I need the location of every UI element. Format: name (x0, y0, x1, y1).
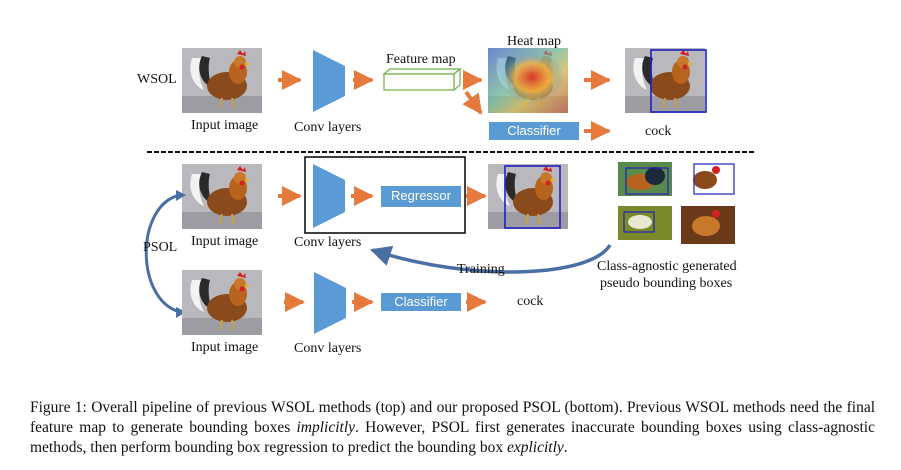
wsol-feature-label: Feature map (386, 52, 456, 67)
caption-middle: . However, PSOL first generates inaccura… (30, 419, 875, 456)
wsol-feature-map (382, 67, 462, 92)
psol-input-label-bottom: Input image (191, 340, 259, 355)
psol-branch-curve (144, 193, 181, 314)
psol-input-label-top: Input image (191, 234, 259, 249)
wsol-input-image (181, 47, 263, 114)
wsol-row-label: WSOL (137, 72, 177, 87)
wsol-classifier-box (489, 122, 579, 140)
wsol-conv-label: Conv layers (294, 120, 362, 135)
psol-input-image-top (181, 163, 263, 230)
training-curve-arrow (370, 243, 612, 274)
psol-conv-label-top: Conv layers (294, 235, 362, 250)
caption-suffix: . (563, 439, 568, 456)
caption-em-implicitly: implicitly (296, 419, 356, 436)
figure-caption: Figure 1: Overall pipeline of previous W… (30, 398, 875, 458)
psol-classifier-label: Classifier (394, 294, 448, 309)
psol-conv-block-top (313, 164, 345, 228)
wsol-output-label: cock (645, 124, 672, 139)
psol-classifier-box (381, 293, 461, 311)
psol-output-image (487, 163, 569, 230)
wsol-heatmap-label: Heat map (507, 34, 562, 49)
caption-em-explicitly: explicitly (506, 439, 564, 456)
psol-conv-label-bottom: Conv layers (294, 341, 362, 356)
pseudo-thumb-3 (618, 206, 672, 240)
psol-input-image-bottom (181, 269, 263, 336)
caption-prefix: Figure 1: Overall pipeline of previous W… (30, 399, 875, 436)
psol-regressor-box (381, 186, 461, 207)
psol-row-label: PSOL (143, 240, 178, 255)
pseudo-thumb-1 (618, 162, 672, 196)
wsol-conv-block (313, 50, 345, 112)
psol-trainable-box (304, 156, 466, 234)
wsol-output-image (624, 47, 707, 114)
psol-pseudo-label-2: pseudo bounding boxes (600, 276, 733, 291)
wsol-classifier-label: Classifier (507, 123, 561, 138)
pseudo-thumb-2 (681, 162, 735, 196)
psol-pseudo-label-1: Class-agnostic generated (597, 259, 737, 274)
wsol-arrow-diag (462, 90, 483, 115)
wsol-input-label: Input image (191, 118, 259, 133)
psol-regressor-label: Regressor (391, 188, 451, 203)
psol-output-label: cock (517, 294, 544, 309)
psol-conv-block-bottom (314, 272, 346, 334)
pseudo-thumb-4 (681, 206, 735, 244)
psol-training-label: Training (457, 262, 505, 277)
wsol-heat-map (487, 47, 569, 114)
